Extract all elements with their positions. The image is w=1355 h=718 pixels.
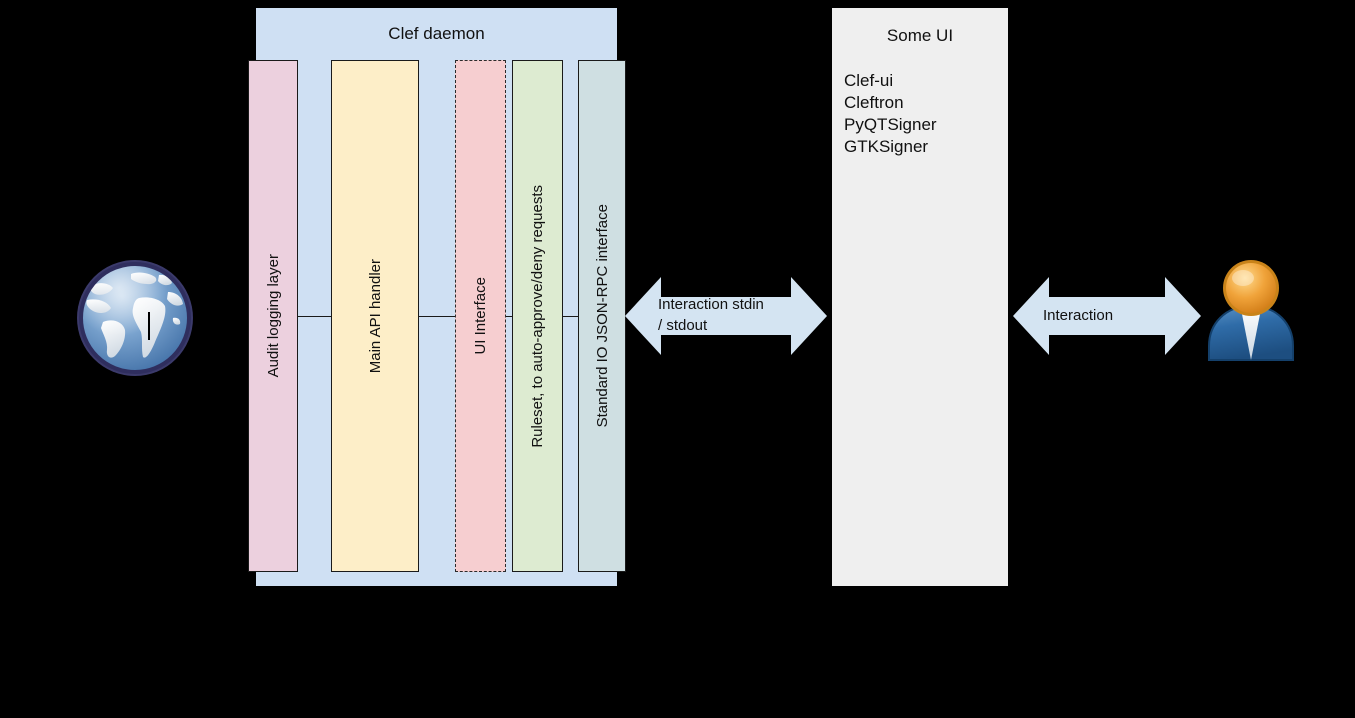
layer-ruleset[interactable]: Ruleset, to auto-approve/deny requests (512, 60, 563, 572)
globe-icon (73, 256, 197, 380)
layer-label: Ruleset, to auto-approve/deny requests (529, 184, 546, 448)
connector-line (418, 316, 456, 317)
layer-audit-logging[interactable]: Audit logging layer (248, 60, 298, 572)
arrow-interaction-user: Interaction (1013, 275, 1201, 357)
layer-label: UI Interface (472, 277, 489, 355)
some-ui-panel: Some UI Clef-ui Cleftron PyQTSigner GTKS… (832, 8, 1008, 586)
user-icon (1203, 256, 1299, 364)
layer-label: Main API handler (366, 258, 384, 374)
list-item: Clef-ui (844, 71, 894, 90)
some-ui-title: Some UI (886, 26, 954, 45)
clef-daemon-title: Clef daemon (388, 24, 485, 43)
connector-line (297, 316, 332, 317)
layer-main-api-handler[interactable]: Main API handler (331, 60, 419, 572)
layer-label: Standard IO JSON-RPC interface (593, 204, 611, 428)
list-item: GTKSigner (844, 137, 929, 156)
list-item: PyQTSigner (844, 115, 937, 134)
some-ui-list: Clef-ui Cleftron PyQTSigner GTKSigner (844, 70, 937, 158)
connector-line (455, 316, 563, 317)
layer-ui-interface[interactable]: UI Interface (455, 60, 506, 572)
list-item: Cleftron (844, 93, 904, 112)
layer-label: Audit logging layer (264, 254, 282, 378)
connector-line (562, 316, 579, 317)
layer-standard-io-jsonrpc[interactable]: Standard IO JSON-RPC interface (578, 60, 626, 572)
arrow-interaction-stdio: Interaction stdin / stdout (625, 275, 827, 357)
